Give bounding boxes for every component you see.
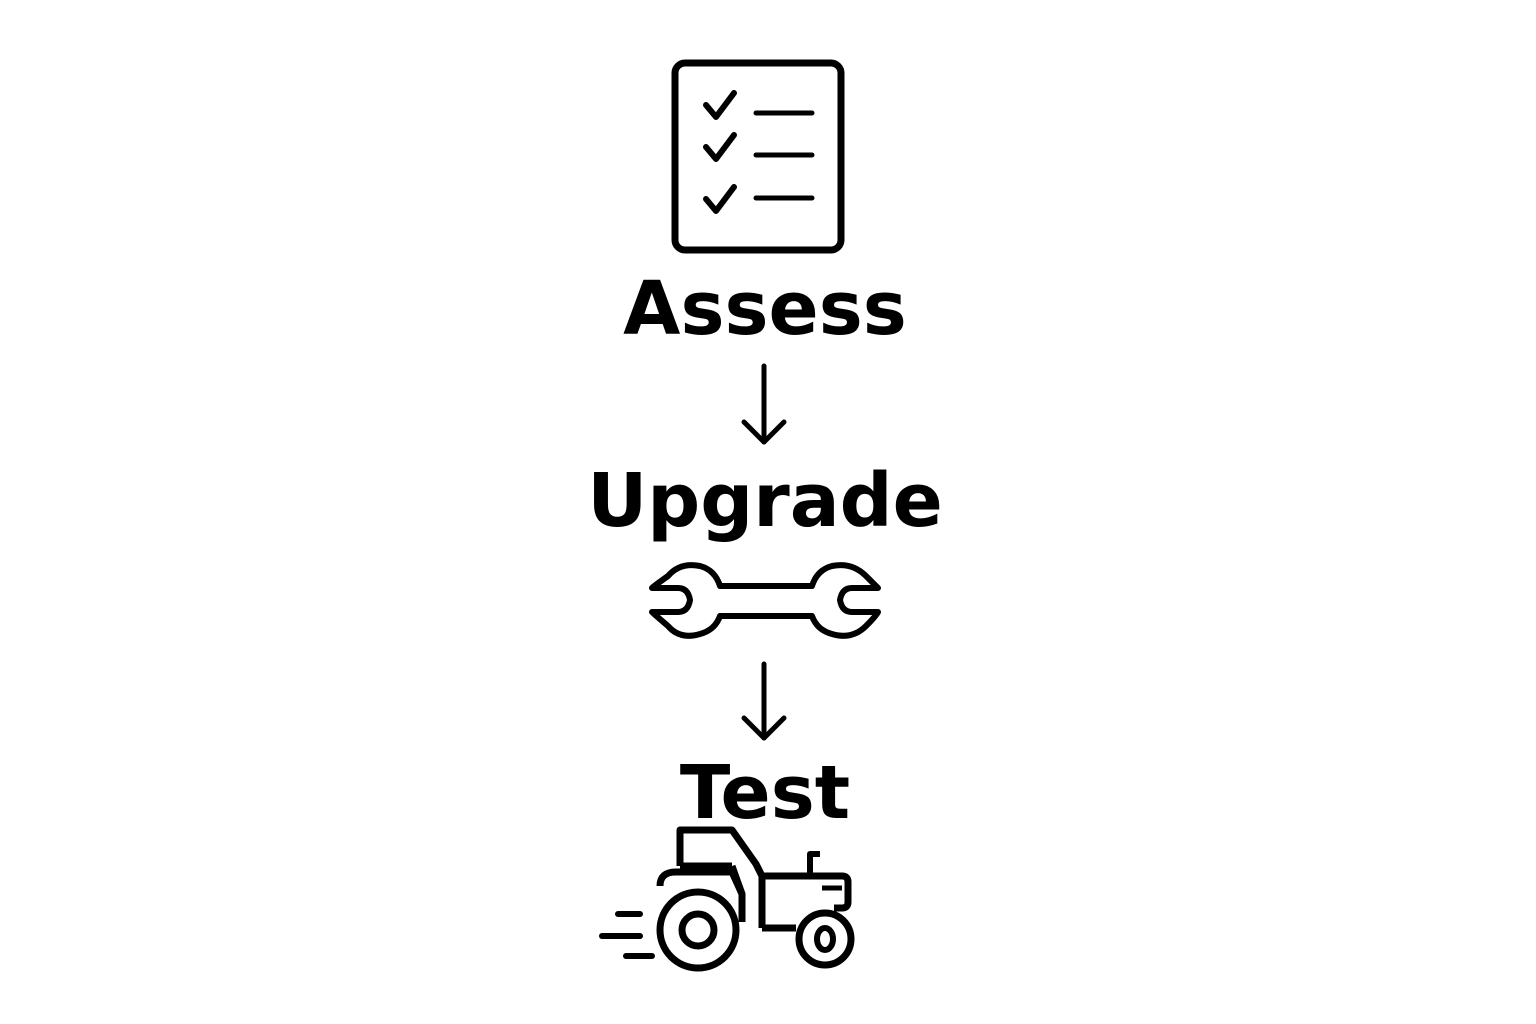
step-label-assess: Assess bbox=[623, 266, 907, 352]
checklist-icon bbox=[668, 58, 848, 256]
arrow-down-icon bbox=[740, 363, 788, 446]
tractor-icon bbox=[596, 822, 862, 976]
step-label-upgrade: Upgrade bbox=[587, 458, 943, 544]
wrench-icon bbox=[640, 554, 890, 646]
step-label-test: Test bbox=[679, 750, 851, 836]
arrow-down-icon bbox=[740, 661, 788, 742]
